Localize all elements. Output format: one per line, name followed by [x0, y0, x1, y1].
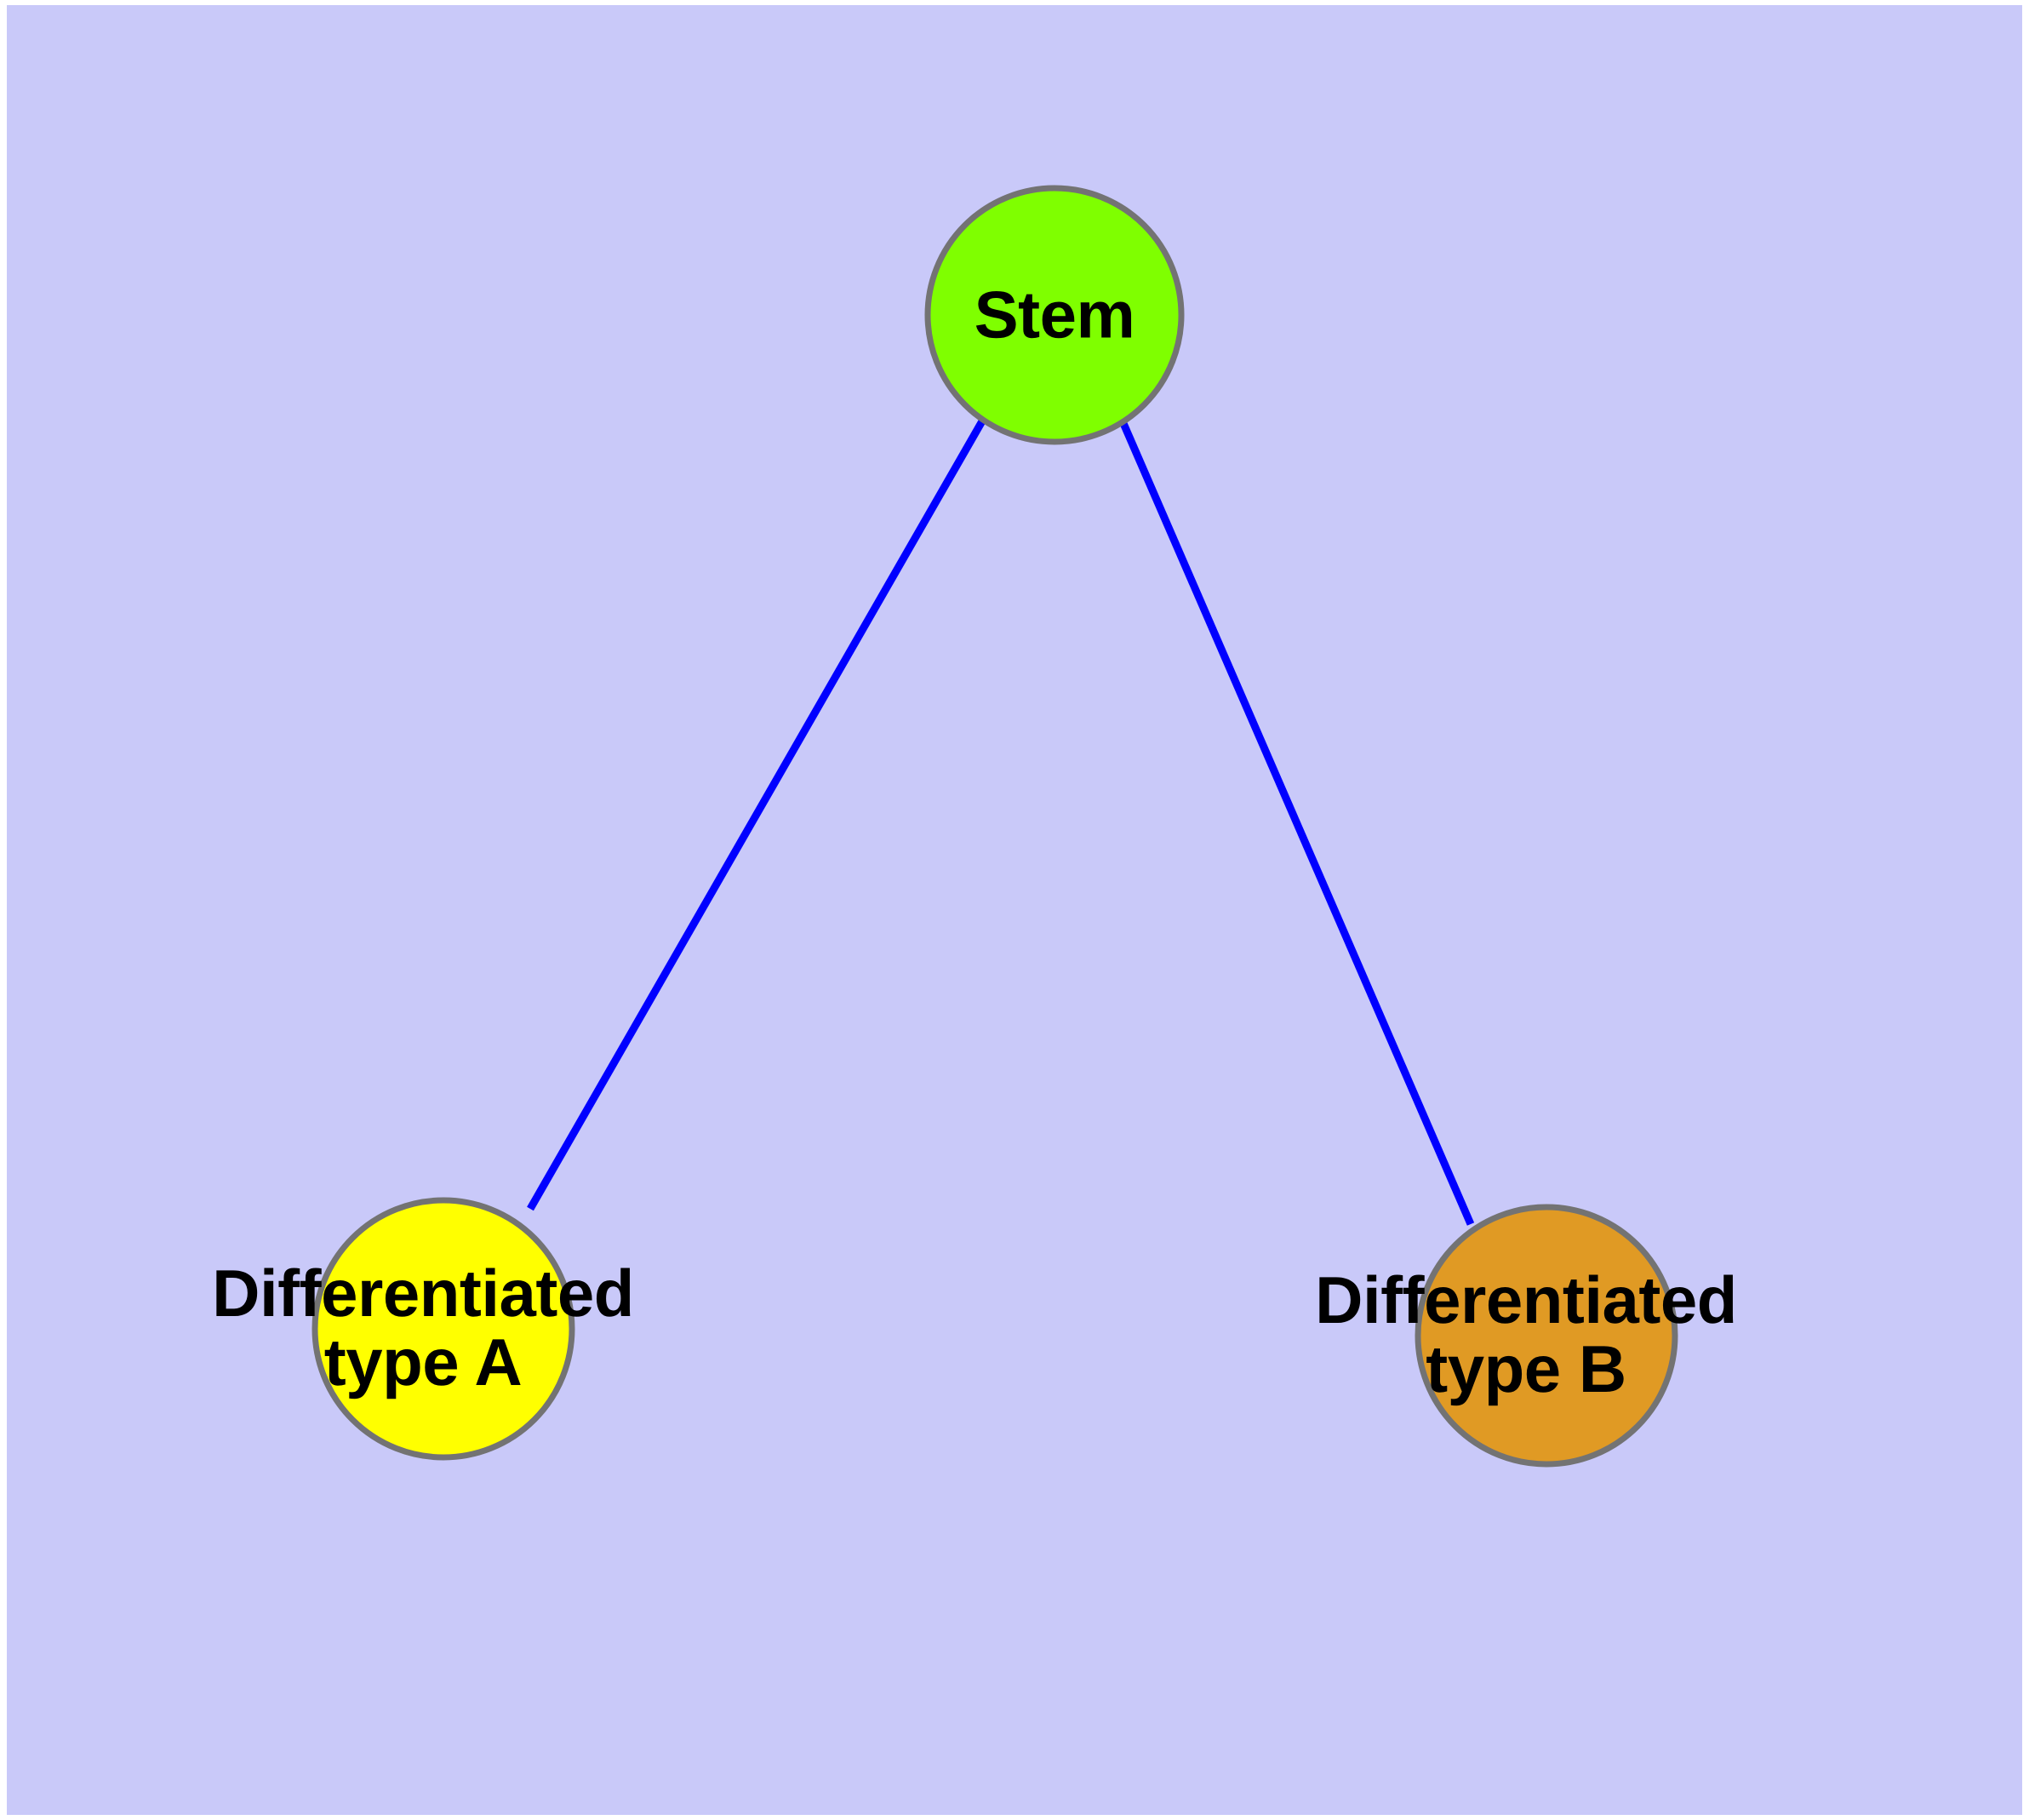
node-circle-stem[interactable] — [924, 185, 1185, 445]
node-circle-differentiated-type-a[interactable] — [311, 1197, 575, 1461]
edge-stem-to-differentiated-a[interactable] — [527, 417, 986, 1211]
edges-group — [527, 417, 1475, 1226]
edge-stem-to-differentiated-b[interactable] — [1118, 420, 1475, 1226]
nodes-group — [311, 185, 1678, 1468]
node-circle-differentiated-type-b[interactable] — [1415, 1204, 1678, 1468]
